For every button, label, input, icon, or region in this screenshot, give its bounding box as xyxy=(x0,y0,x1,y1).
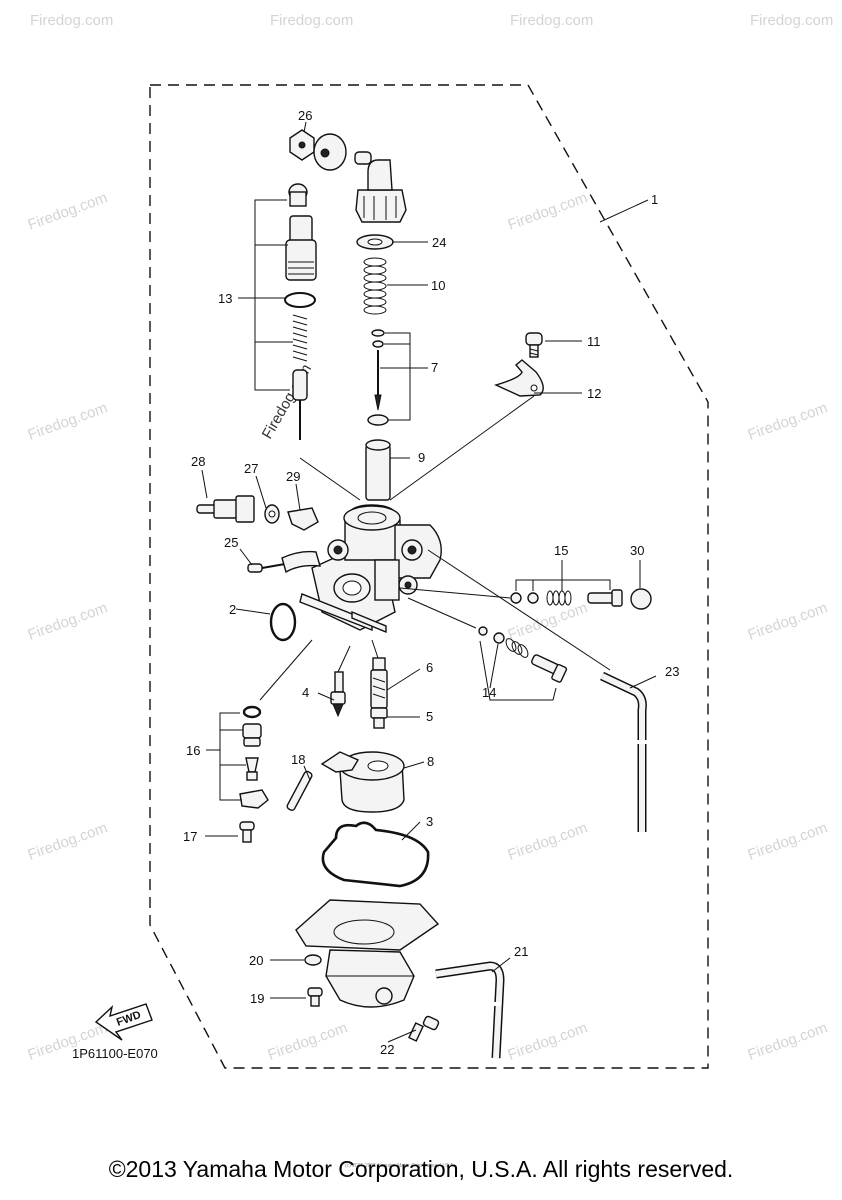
drain-hose-21 xyxy=(435,961,505,1059)
callout-labels: 1 2 3 4 5 6 7 8 9 10 11 12 13 14 15 16 1… xyxy=(183,108,679,1057)
callout-15: 15 xyxy=(554,543,568,558)
diagram-code: 1P61100-E070 xyxy=(72,1046,158,1061)
float-chamber xyxy=(295,899,440,1008)
pilot-screw-28 xyxy=(196,495,255,523)
callout-17: 17 xyxy=(183,829,197,844)
main-nozzle-6 xyxy=(370,657,388,709)
callout-5: 5 xyxy=(426,709,433,724)
callout-29: 29 xyxy=(286,469,300,484)
fine-print: (c) 2005-2015 Yamaha Motor Corporation, … xyxy=(345,1163,455,1169)
watermark: Firedog.com xyxy=(506,189,590,233)
needle-jet-4 xyxy=(330,671,346,718)
top-cap-assembly xyxy=(289,129,407,501)
carburetor-body xyxy=(299,504,442,634)
callout-19: 19 xyxy=(250,991,264,1006)
cap-washer xyxy=(313,133,347,171)
float-pin-18 xyxy=(286,770,313,811)
callout-12: 12 xyxy=(587,386,601,401)
watermark: Firedog.com xyxy=(746,399,830,443)
o-ring-2 xyxy=(269,602,297,642)
pilot-screw-set-15 xyxy=(510,589,623,607)
callout-7: 7 xyxy=(431,360,438,375)
callout-13: 13 xyxy=(218,291,232,306)
gasket-3 xyxy=(321,821,430,888)
vent-hose xyxy=(281,550,321,574)
washer-20 xyxy=(304,954,322,966)
top-cap xyxy=(355,189,407,223)
callout-9: 9 xyxy=(418,450,425,465)
callout-20: 20 xyxy=(249,953,263,968)
watermark: Firedog.com xyxy=(26,399,110,443)
callout-23: 23 xyxy=(665,664,679,679)
cap-30 xyxy=(630,588,652,610)
watermark: Firedog.com xyxy=(510,12,593,29)
callout-30: 30 xyxy=(630,543,644,558)
watermark: Firedog.com xyxy=(30,12,113,29)
callout-28: 28 xyxy=(191,454,205,469)
watermark: Firedog.com xyxy=(750,12,833,29)
clip-29 xyxy=(287,507,319,531)
screw-17 xyxy=(239,821,255,843)
float-valve-set-16 xyxy=(219,705,269,809)
watermark: Firedog.com xyxy=(746,819,830,863)
watermark: Firedog.com xyxy=(26,599,110,643)
throttle-valve-9 xyxy=(365,439,391,501)
watermark: Firedog.com xyxy=(266,1019,350,1063)
assembly-boundary xyxy=(149,84,709,1069)
main-jet-5 xyxy=(370,707,388,729)
callout-2: 2 xyxy=(229,602,236,617)
air-screw-set-14 xyxy=(478,626,568,683)
float-8 xyxy=(320,751,405,813)
watermark: Firedog.com xyxy=(26,819,110,863)
screw-19 xyxy=(307,987,323,1007)
callout-14: 14 xyxy=(482,685,496,700)
callout-27: 27 xyxy=(244,461,258,476)
callout-3: 3 xyxy=(426,814,433,829)
callout-8: 8 xyxy=(427,754,434,769)
throttle-spring-10 xyxy=(363,257,387,315)
screw-25 xyxy=(247,563,286,573)
callout-25: 25 xyxy=(224,535,238,550)
watermark: Firedog.com xyxy=(270,12,353,29)
leader-lines xyxy=(201,121,657,1043)
jet-needle-set-7 xyxy=(367,329,389,426)
screw-22 xyxy=(408,1015,440,1042)
watermark: Firedog.com xyxy=(746,1019,830,1063)
callout-26: 26 xyxy=(298,108,312,123)
callout-10: 10 xyxy=(431,278,445,293)
watermark: Firedog.com xyxy=(746,599,830,643)
fwd-arrow-icon: FWD xyxy=(94,1003,153,1041)
screw-11 xyxy=(525,332,543,358)
callout-18: 18 xyxy=(291,752,305,767)
callout-4: 4 xyxy=(302,685,309,700)
callout-24: 24 xyxy=(432,235,446,250)
copyright-notice: ©2013 Yamaha Motor Corporation, U.S.A. A… xyxy=(108,1156,734,1182)
starter-plunger-assembly-13 xyxy=(254,183,317,440)
callout-6: 6 xyxy=(426,660,433,675)
callout-1: 1 xyxy=(651,192,658,207)
fuel-hose-23 xyxy=(600,671,647,832)
watermark: Firedog.com xyxy=(26,189,110,233)
callout-11: 11 xyxy=(587,334,601,349)
callout-16: 16 xyxy=(186,743,200,758)
watermark: Firedog.com xyxy=(506,819,590,863)
watermark: Firedog.com xyxy=(506,1019,590,1063)
watermark: Firedog.com xyxy=(506,599,590,643)
callout-22: 22 xyxy=(380,1042,394,1057)
callout-21: 21 xyxy=(514,944,528,959)
